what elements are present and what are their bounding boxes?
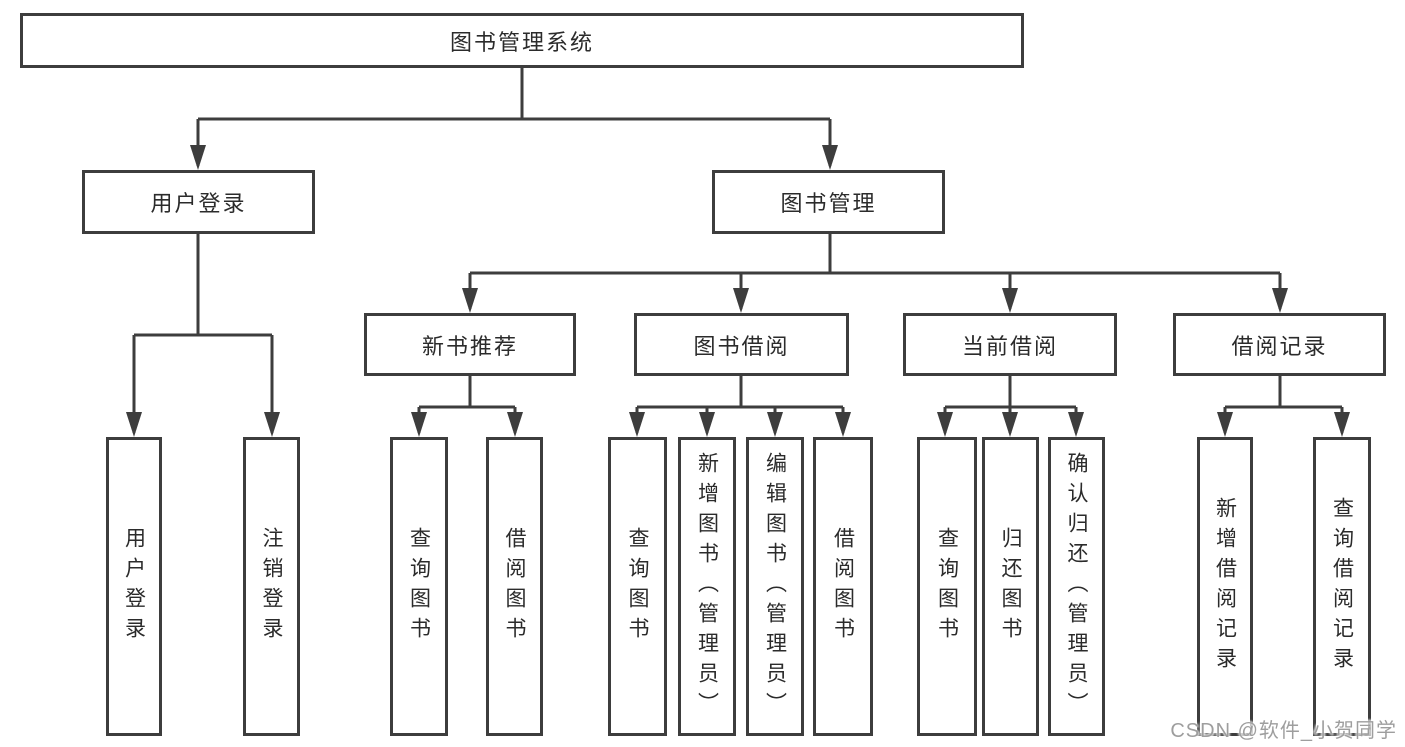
node-book-borrowing: 图书借阅	[634, 313, 849, 376]
leaf-edit-books-admin: 编辑图书（管理员）	[746, 437, 804, 736]
leaf-query-books-current: 查询图书	[917, 437, 977, 736]
leaf-logout: 注销登录	[243, 437, 300, 736]
leaf-borrow-books-borrowing: 借阅图书	[813, 437, 873, 736]
node-borrow-records: 借阅记录	[1173, 313, 1386, 376]
leaf-add-borrow-record: 新增借阅记录	[1197, 437, 1253, 736]
leaf-add-books-admin: 新增图书（管理员）	[678, 437, 736, 736]
leaf-query-borrow-record: 查询借阅记录	[1313, 437, 1371, 736]
node-book-management: 图书管理	[712, 170, 945, 234]
node-root: 图书管理系统	[20, 13, 1024, 68]
leaf-query-books-recommend: 查询图书	[390, 437, 448, 736]
node-current-borrowing: 当前借阅	[903, 313, 1117, 376]
watermark: CSDN @软件_小贺同学	[1170, 720, 1397, 742]
leaf-user-login: 用户登录	[106, 437, 162, 736]
leaf-query-books-borrowing: 查询图书	[608, 437, 667, 736]
leaf-borrow-books-recommend: 借阅图书	[486, 437, 543, 736]
node-user-login: 用户登录	[82, 170, 315, 234]
leaf-return-books: 归还图书	[982, 437, 1039, 736]
node-new-book-recommend: 新书推荐	[364, 313, 576, 376]
leaf-confirm-return-admin: 确认归还（管理员）	[1048, 437, 1105, 736]
